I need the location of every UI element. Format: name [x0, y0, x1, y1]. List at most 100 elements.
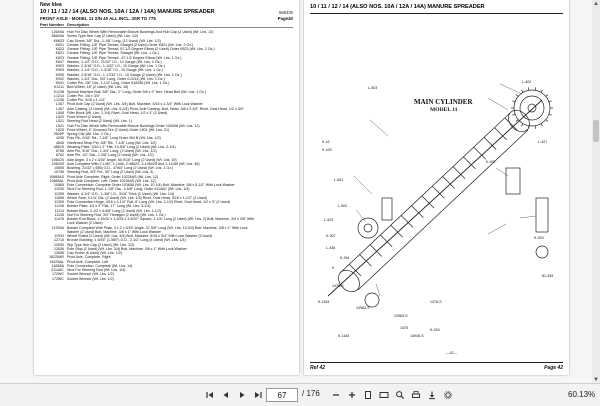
part-description: Pole Stop (2 Used) (Wt. Lbs. 3/4) Bolt, …	[67, 246, 187, 251]
sprocket-tooth	[540, 89, 543, 93]
sprocket-tooth	[528, 87, 530, 91]
part-description: Bronze Bushing, 1-9/16" (1.560") O.D., 2…	[67, 238, 186, 243]
cylinder-tooth	[411, 205, 424, 218]
part-number: K6633	[53, 38, 64, 43]
cylinder-tooth	[463, 156, 476, 170]
label-l-436: L-436	[326, 246, 336, 250]
print-icon[interactable]	[410, 388, 422, 402]
part-number: 56649A	[51, 34, 64, 39]
part-number: 172WC	[52, 272, 64, 277]
previous-page-icon[interactable]	[220, 388, 232, 402]
page-count: / 176	[302, 389, 320, 398]
last-page-icon[interactable]	[252, 388, 264, 402]
part-number: K823	[55, 55, 64, 60]
sprocket-tooth	[548, 113, 552, 116]
label-l-402: L-402	[522, 80, 532, 84]
first-page-icon[interactable]	[204, 388, 216, 402]
part-number: 11933	[54, 234, 64, 238]
label-k-941: K-941	[340, 256, 350, 260]
label-l-502: L-502	[338, 204, 348, 208]
leader-1	[369, 119, 389, 137]
part-description: Steering Rod, 3/4" Rd., 39" Long (2 Used…	[67, 170, 154, 175]
part-number: 6765	[56, 149, 64, 153]
vertical-scrollbar[interactable]: ▲ ▼	[592, 0, 600, 384]
search-icon[interactable]	[394, 388, 406, 402]
download-icon[interactable]	[426, 388, 438, 402]
scroll-up-icon[interactable]: ▲	[593, 1, 599, 7]
leader-6	[495, 167, 509, 177]
fit-page-icon[interactable]	[362, 388, 374, 402]
subtitle-page-ref: Page40	[277, 16, 293, 21]
part-number: 11030	[54, 187, 64, 192]
label-l-501: L-501	[334, 178, 344, 182]
part-number: K1211	[53, 85, 64, 90]
sprocket-tooth	[534, 87, 536, 91]
scroll-down-icon[interactable]: ▼	[593, 377, 599, 383]
zoom-level[interactable]: 60.13%	[568, 390, 596, 399]
part-number: K847	[55, 59, 64, 64]
part-description: Grease Fitting, 1/8" Pipe Thread - 67-1/…	[67, 55, 182, 60]
part-number: L506	[56, 110, 64, 115]
part-description: Pole Connection Hinge, 3/16 x 3-1/4" Fla…	[67, 200, 231, 204]
part-number: 16225AR	[49, 255, 64, 260]
parts-list-title: 10 / 11 / 12 / 14 (ALSO NOS. 10A / 12A /…	[40, 9, 215, 15]
fit-width-icon[interactable]	[378, 388, 390, 402]
footer-page: Page 42	[544, 365, 563, 371]
zoom-out-icon[interactable]	[330, 388, 342, 402]
part-number: L520	[56, 115, 64, 119]
part-number: 11476	[54, 217, 64, 221]
document-page-left: New Idea 10 / 11 / 12 / 14 (ALSO NOS. 10…	[34, 0, 299, 375]
diagram-title: MAIN CYLINDER	[414, 98, 473, 106]
part-description: Stud For Steering Rod (Wt. Lbs. 1/4)	[67, 268, 126, 272]
part-description: Slip Type Hub Cap (2 Used) (Wt. Lbs. 1/2…	[67, 242, 135, 247]
brand-name: New Idea	[40, 2, 62, 8]
part-description: Pivot Axle, Complete, Left	[67, 259, 109, 264]
sprocket-tooth	[512, 100, 516, 103]
settings-icon[interactable]	[442, 388, 454, 402]
part-number: 2626P	[53, 132, 64, 136]
part-description: Axle Pin, 1/2" Dia., 1-3/8" Long (2 Used…	[67, 153, 154, 158]
part-description: Stud For Steering Rod, 1-1/8" Dia., 3-5/…	[67, 187, 190, 192]
cylinder-end-left	[338, 269, 360, 293]
part-description: Socket Wrench (Wt. Lbs. 1/2)	[67, 276, 114, 281]
footer-ref: Ref 42	[310, 365, 326, 371]
part-description: Socket Wrench (Wt. Lbs. 1/2)	[67, 272, 114, 277]
part-number: L457	[56, 102, 64, 107]
part-number: 11925A	[51, 225, 64, 230]
part-description: Washer, 2-1/4" O.D., 1-3/16" I.D., 10 Ga…	[67, 68, 163, 73]
part-number: 12649A	[51, 30, 64, 34]
part-description: Filler Block (Wt. Lbs. 1-1/4) Rivet, Ova…	[67, 110, 168, 115]
next-page-icon[interactable]	[236, 388, 248, 402]
part-number: 10605	[54, 166, 64, 170]
right-plate	[535, 197, 549, 233]
part-description: Pole Connection, Complete (Wt. Lbs. 14)	[67, 263, 133, 268]
part-number: 0114AC	[51, 268, 64, 272]
leader-8	[375, 283, 381, 297]
sprocket-tooth	[515, 119, 519, 122]
cylinder-teeth	[348, 117, 518, 277]
zoom-in-icon[interactable]	[346, 388, 358, 402]
scrollbar-thumb[interactable]	[593, 120, 599, 142]
part-number: L457	[56, 106, 64, 111]
page-number-input[interactable]	[266, 388, 298, 402]
part-number: 4862S	[53, 144, 64, 149]
